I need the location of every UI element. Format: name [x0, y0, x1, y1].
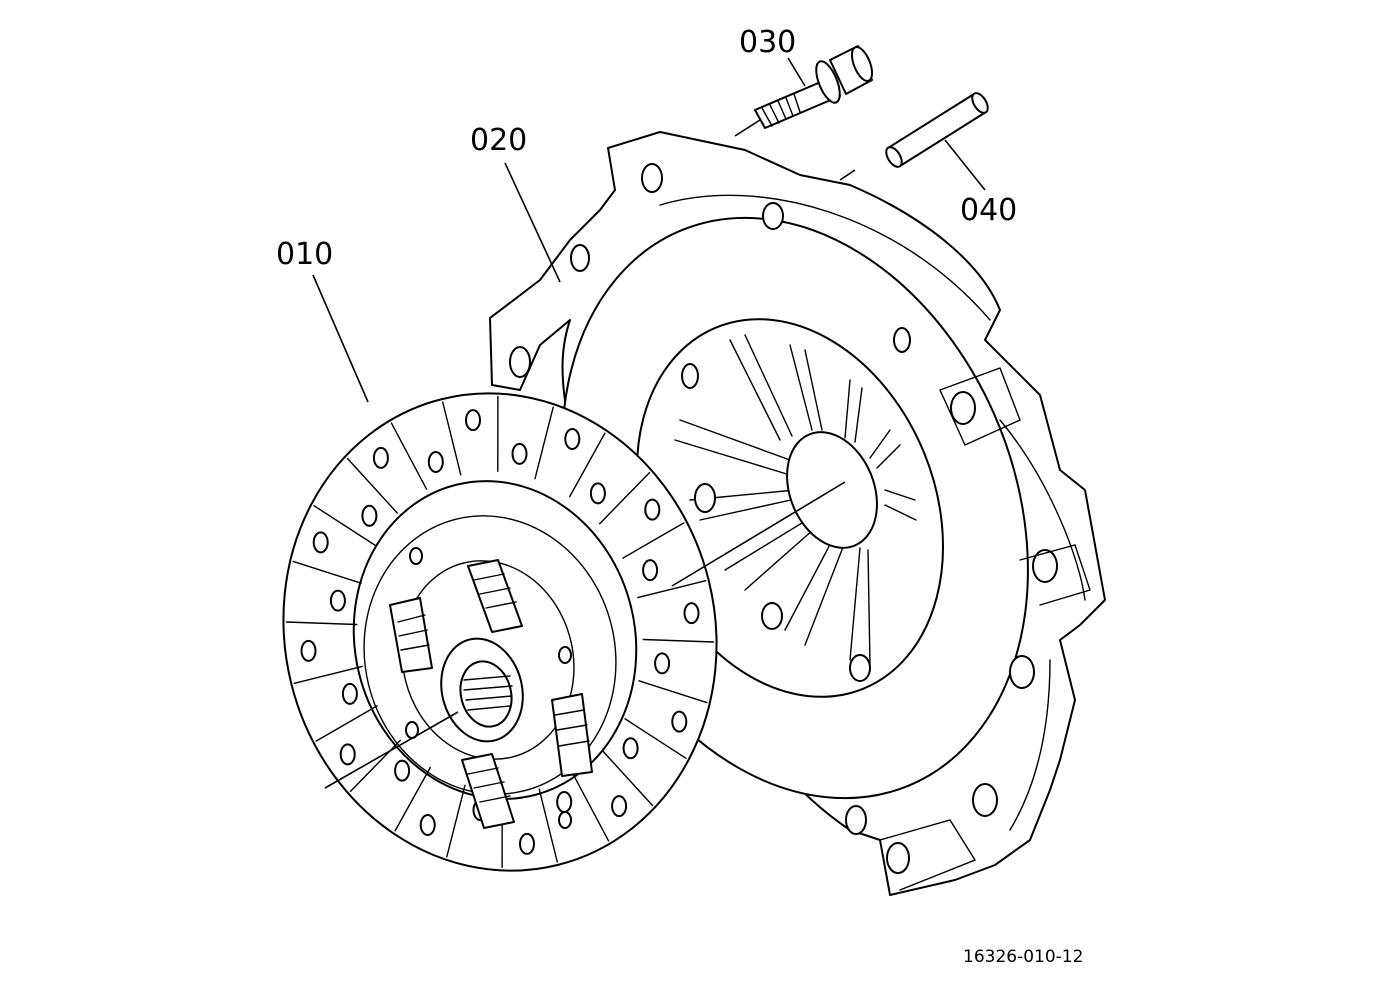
facing-segment-line	[534, 406, 554, 480]
facing-rivet-hole	[394, 759, 411, 782]
hub-splines	[463, 675, 513, 711]
facing-segment-line	[572, 774, 610, 842]
facing-segment-lines	[285, 395, 715, 869]
bolt[interactable]	[754, 44, 876, 129]
facing-rivet-hole	[339, 743, 356, 766]
dowel-pin[interactable]	[883, 90, 991, 169]
facing-rivet-hole	[465, 409, 481, 432]
facing-rivet-hole	[683, 602, 700, 625]
facing-segment-line	[637, 580, 707, 599]
facing-rivet-hole	[644, 498, 661, 521]
clutch-cover-flange-edge	[659, 194, 1086, 831]
facing-rivet-hole	[556, 791, 573, 813]
facing-segment-line	[446, 784, 466, 858]
facing-segment-line	[642, 638, 715, 643]
damper-plate-holes	[405, 547, 572, 829]
label-part-030: 030	[739, 25, 796, 60]
facing-segment-line	[315, 705, 378, 742]
mounting-lugs	[509, 163, 1058, 874]
facing-rivet-hole	[642, 559, 659, 582]
damper-plate-inner	[401, 560, 575, 760]
facing-rivet-hole	[312, 531, 329, 554]
facing-segment-line	[569, 432, 606, 498]
bolt-threads	[761, 93, 801, 127]
facing-rivet-hole	[329, 589, 346, 612]
damper-springs	[389, 559, 593, 829]
label-part-010: 010	[276, 237, 333, 272]
facing-rivet-hole	[654, 652, 671, 675]
facing-rivet-hole	[372, 446, 389, 469]
facing-rivet-hole	[511, 442, 528, 465]
leader-lines	[312, 57, 986, 789]
facing-segment-line	[599, 471, 651, 525]
facing-rivet-hole	[622, 737, 639, 760]
facing-segment-line	[390, 422, 428, 490]
facing-rivet-hole	[427, 451, 444, 473]
facing-segment-line	[285, 621, 358, 626]
facing-segment-line	[313, 505, 376, 546]
facing-segment-line	[602, 750, 654, 807]
friction-facing-inner	[352, 480, 638, 800]
splined-hub-bore	[459, 660, 513, 728]
facing-rivet-hole	[361, 504, 378, 527]
facing-segment-line	[346, 457, 398, 514]
facing-rivet-hole	[341, 682, 358, 705]
label-part-020: 020	[470, 123, 527, 158]
facing-segment-line	[622, 522, 685, 559]
facing-segment-line	[293, 665, 363, 684]
diagram-reference-number: 16326-010-12	[963, 947, 1083, 967]
clutch-disc[interactable]	[233, 347, 766, 917]
facing-segment-line	[638, 680, 708, 704]
dowel-pin-body	[887, 93, 987, 167]
facing-segment-line	[538, 788, 558, 863]
facing-segment-line	[292, 560, 362, 584]
lug-straps	[879, 367, 1091, 891]
facing-rivet-hole	[419, 814, 436, 836]
facing-segment-line	[624, 718, 687, 759]
bolt-washer	[815, 60, 841, 104]
damper-plate	[363, 515, 617, 795]
facing-rivet-hole	[519, 832, 535, 855]
facing-rivet-hole	[611, 795, 628, 818]
label-part-040: 040	[960, 193, 1017, 228]
facing-rivet-holes	[300, 409, 700, 855]
facing-segment-line	[442, 401, 462, 476]
facing-rivet-hole	[671, 710, 688, 733]
facing-rivet-hole	[300, 639, 317, 662]
facing-rivet-hole	[564, 428, 581, 450]
facing-rivet-hole	[589, 482, 606, 505]
facing-segment-line	[394, 766, 431, 832]
friction-facing-outer	[282, 392, 718, 872]
